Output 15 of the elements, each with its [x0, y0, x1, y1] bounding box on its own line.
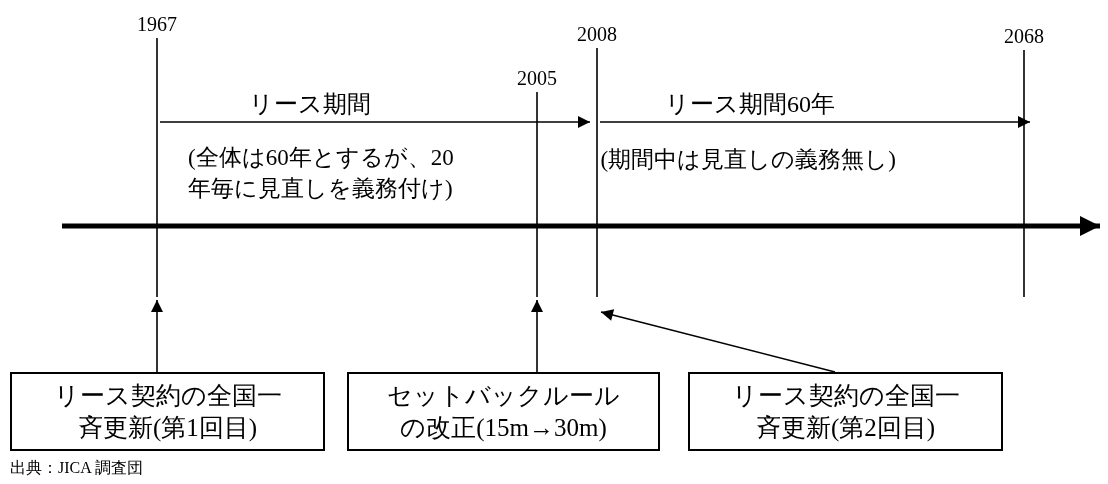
arrow: [151, 299, 163, 373]
source-note: 出典：JICA 調査団: [10, 458, 143, 478]
arrow: [531, 299, 543, 373]
period-label: リース期間60年: [665, 90, 835, 119]
text-box: リース契約の全国一斉更新(第1回目): [10, 372, 325, 451]
year-label: 1967: [137, 12, 177, 37]
period-label: (期間中は見直しの義務無し): [600, 146, 896, 174]
text-box: リース契約の全国一斉更新(第2回目): [688, 372, 1003, 451]
period-label: リース期間: [249, 90, 371, 119]
text-box: セットバックルールの改正(15m→30m): [347, 372, 660, 451]
year-label: 2068: [1004, 24, 1044, 49]
year-label: 2005: [517, 66, 557, 91]
period-label: (全体は60年とするが、20年毎に見直しを義務付け): [188, 144, 455, 203]
year-label: 2008: [577, 22, 617, 47]
arrow: [600, 309, 836, 373]
